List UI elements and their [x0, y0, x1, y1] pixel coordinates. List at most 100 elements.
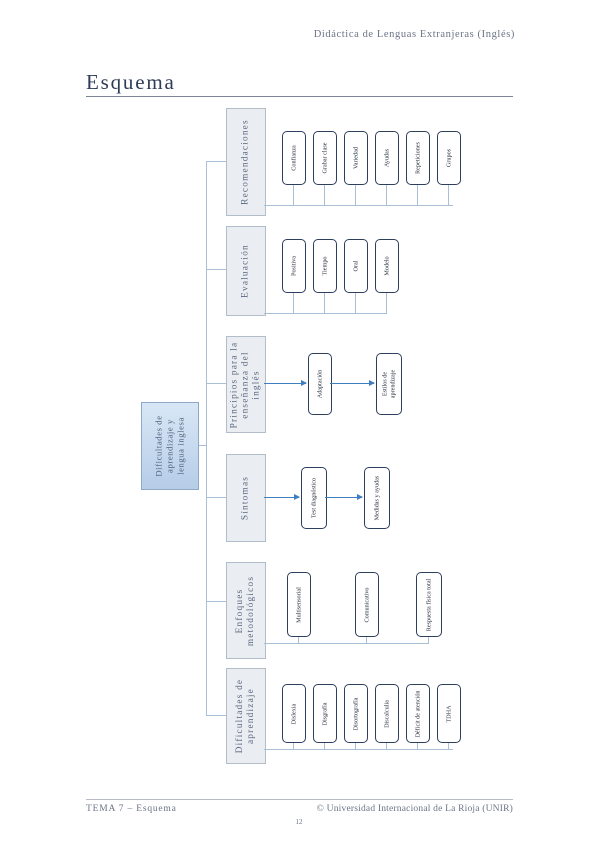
- category-principios: Principios para la enseñanza del inglés: [226, 336, 266, 433]
- item-connector: [355, 292, 356, 314]
- page-number: 12: [295, 818, 303, 826]
- item-chip: Grupos: [437, 131, 461, 185]
- item-chip: Repeticiones: [406, 131, 430, 185]
- item-chip: Dislexia: [282, 684, 306, 743]
- item-connector: [264, 643, 429, 644]
- branch-connector: [206, 497, 226, 498]
- item-label: Variedad: [352, 147, 360, 169]
- category-enfoques: Enfoques metodológicos: [226, 562, 266, 659]
- item-connector: [293, 184, 294, 206]
- item-connector: [386, 184, 387, 206]
- item-connector: [293, 742, 294, 750]
- item-label: Medidas y ayudas: [373, 475, 381, 521]
- item-connector: [355, 184, 356, 206]
- item-connector: [448, 742, 449, 750]
- item-connector: [264, 205, 453, 206]
- branch-connector: [206, 715, 226, 716]
- category-evaluacion: Evaluación: [226, 226, 266, 316]
- item-label: Comunicativo: [363, 586, 371, 623]
- item-connector: [298, 636, 299, 644]
- course-header: Didáctica de Lenguas Extranjeras (Inglés…: [313, 29, 515, 40]
- item-label: Modelo: [383, 256, 391, 276]
- item-connector: [417, 742, 418, 750]
- branch-connector: [206, 383, 226, 384]
- item-connector: [386, 292, 387, 314]
- item-chip: Positiva: [282, 239, 306, 293]
- item-label: Test diagnóstico: [310, 477, 318, 519]
- item-chip: Oral: [344, 239, 368, 293]
- item-chip: Estilos de aprendizaje: [376, 353, 402, 415]
- item-label: Disgrafía: [321, 701, 329, 726]
- branch-connector: [206, 269, 226, 270]
- item-label: Repeticiones: [414, 142, 422, 174]
- item-connector: [324, 184, 325, 206]
- category-label: Principios para la enseñanza del inglés: [229, 341, 262, 428]
- item-label: Déficit de atención: [414, 689, 422, 738]
- item-connector: [417, 184, 418, 206]
- footer-divider: [86, 799, 513, 800]
- item-connector: [264, 749, 453, 750]
- category-sintomas: Síntomas: [226, 454, 266, 542]
- title-divider: [86, 96, 513, 97]
- category-dificultades: Dificultades de aprendizaje: [226, 668, 266, 764]
- category-label: Enfoques metodológicos: [235, 575, 256, 646]
- item-chip: Comunicativo: [355, 572, 379, 637]
- category-label: Dificultades de aprendizaje: [235, 678, 256, 754]
- branch-connector: [206, 601, 226, 602]
- item-label: Oral: [352, 260, 360, 272]
- item-label: Dislexia: [290, 703, 298, 724]
- category-label: Evaluación: [240, 244, 251, 298]
- item-chip: Medidas y ayudas: [364, 467, 390, 529]
- item-label: TDHA: [445, 704, 453, 723]
- arrow-connector: [330, 380, 375, 386]
- item-chip: Test diagnóstico: [301, 467, 327, 529]
- item-label: Grabar clase: [321, 142, 329, 174]
- item-connector: [386, 742, 387, 750]
- item-chip: Discalculia: [375, 684, 399, 743]
- item-label: Confianza: [290, 145, 298, 171]
- footer-topic: TEMA 7 – Esquema: [86, 804, 177, 814]
- item-connector: [324, 742, 325, 750]
- item-chip: Déficit de atención: [406, 684, 430, 743]
- category-recomendaciones: Recomendaciones: [226, 108, 266, 216]
- item-chip: Confianza: [282, 131, 306, 185]
- item-label: Tiempo: [321, 256, 329, 276]
- root-node: Dificultades de aprendizaje y lengua ing…: [141, 402, 199, 490]
- branch-connector: [206, 161, 226, 162]
- item-chip: Modelo: [375, 239, 399, 293]
- footer-copyright: © Universidad Internacional de La Rioja …: [316, 804, 513, 814]
- arrow-connector: [264, 380, 307, 386]
- category-label: Síntomas: [240, 475, 251, 521]
- item-chip: TDHA: [437, 684, 461, 743]
- page-title: Esquema: [86, 70, 176, 94]
- arrow-connector: [325, 494, 363, 500]
- item-chip: Ayudas: [375, 131, 399, 185]
- item-chip: Tiempo: [313, 239, 337, 293]
- category-label: Recomendaciones: [240, 119, 251, 205]
- item-connector: [366, 636, 367, 644]
- item-label: Positiva: [290, 256, 298, 276]
- item-chip: Disgrafía: [313, 684, 337, 743]
- item-label: Disortografía: [352, 697, 360, 730]
- root-connector: [197, 445, 207, 446]
- item-label: Ayudas: [383, 148, 391, 168]
- item-label: Multisensorial: [295, 586, 303, 623]
- root-label: Dificultades de aprendizaje y lengua ing…: [153, 415, 186, 477]
- item-chip: Variedad: [344, 131, 368, 185]
- item-connector: [264, 313, 386, 314]
- item-label: Grupos: [445, 148, 453, 168]
- item-label: Estilos de aprendizaje: [381, 369, 397, 399]
- item-label: Discalculia: [383, 699, 391, 728]
- item-chip: Multisensorial: [287, 572, 311, 637]
- item-connector: [324, 292, 325, 314]
- item-chip: Adaptación: [308, 353, 332, 415]
- item-label: Respuesta física total: [425, 578, 433, 631]
- item-chip: Grabar clase: [313, 131, 337, 185]
- item-connector: [293, 292, 294, 314]
- diagram-trunk: [206, 161, 207, 715]
- item-chip: Respuesta física total: [416, 572, 442, 637]
- arrow-connector: [264, 494, 300, 500]
- item-connector: [448, 184, 449, 206]
- item-chip: Disortografía: [344, 684, 368, 743]
- item-label: Adaptación: [316, 369, 324, 399]
